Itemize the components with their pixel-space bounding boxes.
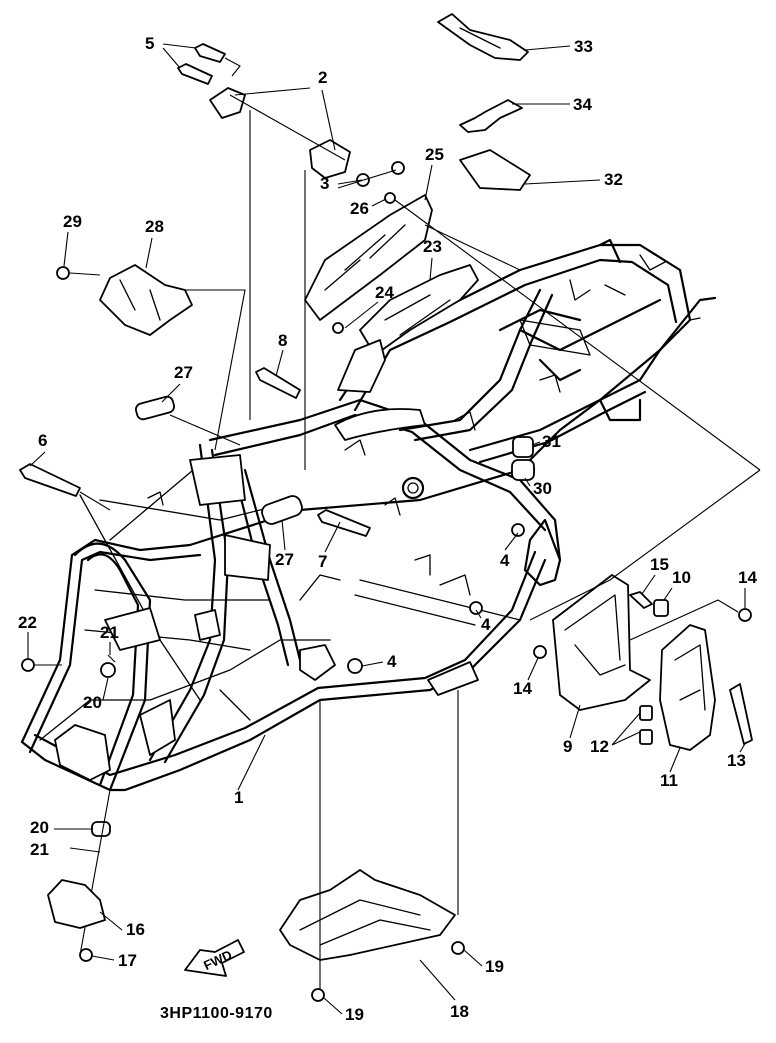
callout-21-upper: 21 <box>100 623 119 642</box>
callout-18: 18 <box>450 1002 469 1021</box>
callout-22: 22 <box>18 613 37 632</box>
part-14-bolt-right <box>629 599 752 641</box>
callout-19-right: 19 <box>485 957 504 976</box>
callout-13: 13 <box>727 751 746 770</box>
part-9-battery-box <box>529 469 761 711</box>
callout-6: 6 <box>38 431 47 450</box>
callout-1: 1 <box>234 788 243 807</box>
callout-29: 29 <box>63 212 82 231</box>
part-28-guard <box>99 264 246 451</box>
callout-32: 32 <box>604 170 623 189</box>
part-11-holder <box>659 624 716 751</box>
callout-11: 11 <box>660 771 678 790</box>
callout-2: 2 <box>318 68 327 87</box>
callout-27-lower: 27 <box>275 550 294 569</box>
part-14-bolt-left <box>533 645 547 659</box>
callout-5: 5 <box>145 34 154 53</box>
callout-14-right: 14 <box>738 568 757 587</box>
part-29-bolt <box>56 266 101 280</box>
callout-10: 10 <box>672 568 691 587</box>
callout-14-left: 14 <box>513 679 532 698</box>
callout-15: 15 <box>650 555 669 574</box>
part-19-bolt-lower <box>311 988 325 1002</box>
part-12-dampers <box>639 705 653 745</box>
part-21-pin-lower <box>69 847 101 853</box>
part-20-damper-lower <box>79 789 111 956</box>
callouts: 1 2 3 4 4 4 5 6 7 8 9 10 11 12 13 14 14 <box>18 34 757 1024</box>
callout-19-lower: 19 <box>345 1005 364 1024</box>
callout-3: 3 <box>320 174 329 193</box>
reference-line <box>394 199 761 471</box>
callout-23: 23 <box>423 237 442 256</box>
part-5-bolts <box>177 43 241 85</box>
part-3-nuts <box>356 161 405 187</box>
part-27-grommet-lower <box>261 495 303 525</box>
main-frame <box>20 238 717 792</box>
reference-line-2 <box>424 224 521 271</box>
callout-30: 30 <box>533 479 552 498</box>
callout-17: 17 <box>118 951 137 970</box>
callout-31: 31 <box>542 432 561 451</box>
part-31-collar <box>512 436 534 458</box>
callout-34: 34 <box>573 95 592 114</box>
callout-27-upper: 27 <box>174 363 193 382</box>
part-15-screw <box>629 591 653 609</box>
part-22-bolt <box>21 658 62 672</box>
part-27-grommet-top <box>135 395 241 446</box>
part-34-strap <box>459 99 523 133</box>
callout-4-upper: 4 <box>500 551 510 570</box>
callout-25: 25 <box>425 145 444 164</box>
callout-4-lower: 4 <box>387 652 397 671</box>
callout-33: 33 <box>574 37 593 56</box>
callout-8: 8 <box>278 331 287 350</box>
callout-9: 9 <box>563 737 572 756</box>
part-30-collar <box>511 459 535 481</box>
callout-20-lower: 20 <box>30 818 49 837</box>
callout-4-middle: 4 <box>481 615 491 634</box>
part-8-bolt <box>255 367 301 399</box>
part-33-cover <box>437 13 529 61</box>
part-6-bolt <box>19 463 111 511</box>
part-26-bolt <box>384 192 396 204</box>
callout-20-upper: 20 <box>83 693 102 712</box>
part-10-spacer <box>653 599 669 617</box>
part-21-pin-upper <box>107 654 116 663</box>
part-2-bracket <box>209 87 351 470</box>
part-16-mount <box>47 879 106 929</box>
part-20-damper-upper <box>100 662 116 678</box>
callout-28: 28 <box>145 217 164 236</box>
callout-16: 16 <box>126 920 145 939</box>
part-7-bolt <box>317 509 371 537</box>
part-18-skid-plate <box>279 690 459 990</box>
part-23-bracket <box>359 264 479 356</box>
part-4-nuts <box>347 523 525 674</box>
part-17-bolt <box>79 948 93 962</box>
callout-26: 26 <box>350 199 369 218</box>
part-19-bolt-right <box>451 941 465 955</box>
callout-7: 7 <box>318 552 327 571</box>
callout-12: 12 <box>590 737 609 756</box>
part-24-bracket <box>332 322 386 393</box>
callout-24: 24 <box>375 283 394 302</box>
fwd-arrow-icon: FWD <box>184 939 245 977</box>
drawing-code: 3HP1100-9170 <box>160 1005 273 1022</box>
part-13-bolt <box>729 683 753 745</box>
part-32-pad <box>459 149 531 191</box>
callout-21-lower: 21 <box>30 840 49 859</box>
